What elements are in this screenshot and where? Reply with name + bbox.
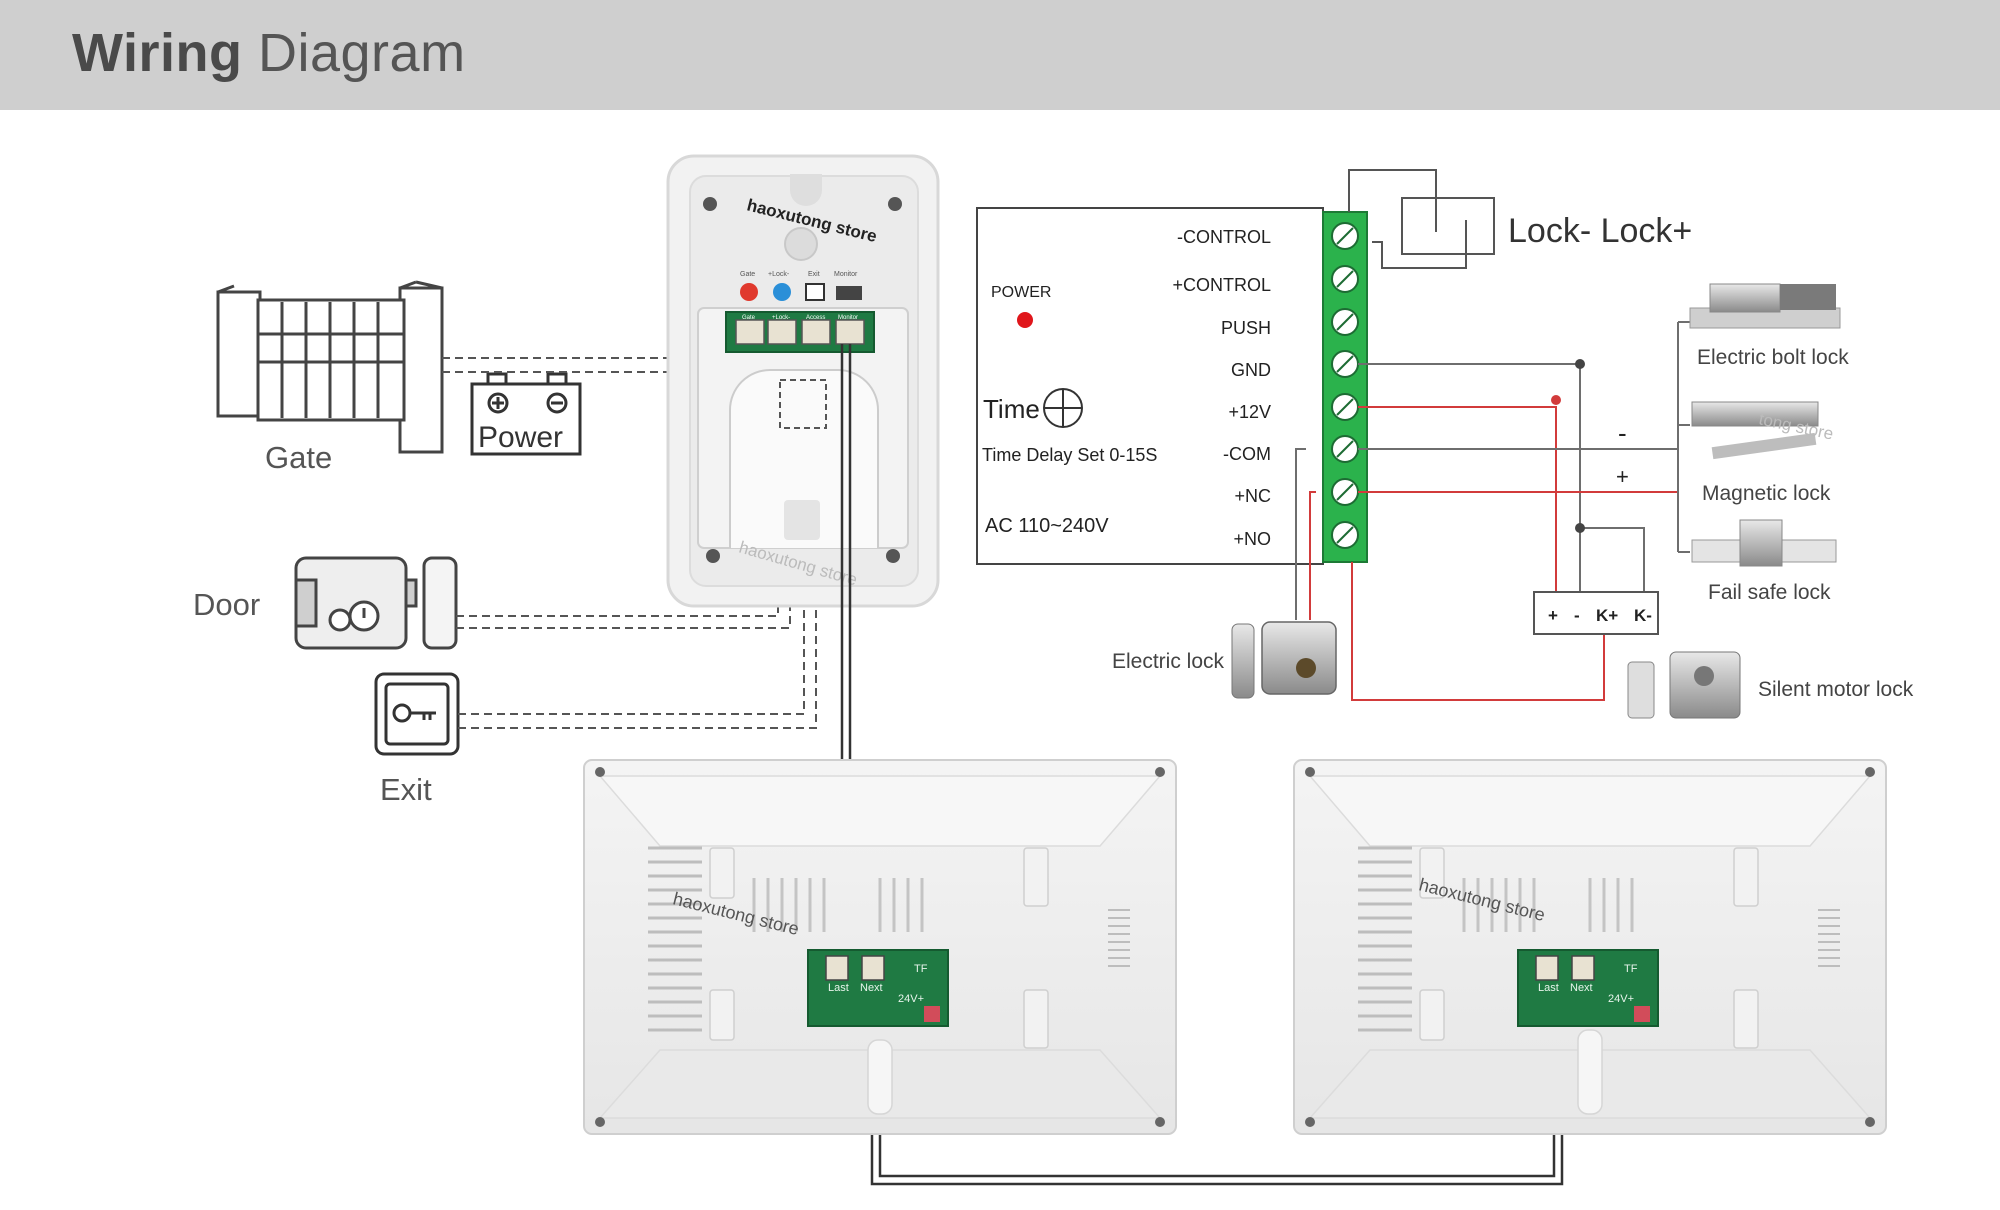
power-indicator-icon bbox=[1017, 312, 1033, 328]
fail-safe-lock-icon bbox=[1691, 519, 1837, 567]
fail-safe-lock-label: Fail safe lock bbox=[1708, 581, 1831, 604]
svg-text:+NO: +NO bbox=[1233, 529, 1271, 549]
monitor-1-board-labels: Last Next 24V+ TF bbox=[828, 963, 928, 1005]
door-label: Door bbox=[193, 587, 260, 622]
page-title: Wiring Diagram bbox=[72, 22, 466, 84]
svg-text:TF: TF bbox=[914, 963, 928, 975]
indoor-monitor-1 bbox=[583, 759, 1177, 1135]
svg-text:+Lock-: +Lock- bbox=[768, 271, 790, 278]
delay-label: Time Delay Set 0-15S bbox=[982, 445, 1157, 465]
svg-text:Access: Access bbox=[806, 315, 825, 321]
junction-dot-red bbox=[1551, 395, 1561, 405]
title-bold: Wiring bbox=[72, 23, 243, 83]
svg-text:+NC: +NC bbox=[1234, 486, 1271, 506]
battery-icon bbox=[470, 372, 582, 456]
monitor-2-board-labels: Last Next 24V+ TF bbox=[1538, 963, 1638, 1005]
svg-text:-COM: -COM bbox=[1223, 444, 1271, 464]
panel-port-labels: Gate +Lock- Exit Monitor bbox=[740, 271, 858, 278]
panel-socket-labels: Gate +Lock- Access Monitor bbox=[742, 315, 858, 321]
svg-text:24V+: 24V+ bbox=[1608, 993, 1634, 1005]
svg-text:PUSH: PUSH bbox=[1221, 318, 1271, 338]
svg-text:+CONTROL: +CONTROL bbox=[1172, 275, 1271, 295]
svg-text:-CONTROL: -CONTROL bbox=[1177, 227, 1271, 247]
polarity-plus: + bbox=[1616, 464, 1629, 489]
magnetic-lock-label: Magnetic lock bbox=[1702, 482, 1831, 505]
exit-label: Exit bbox=[380, 772, 432, 807]
svg-text:K+: K+ bbox=[1596, 606, 1618, 625]
silent-motor-lock-icon bbox=[1627, 651, 1741, 719]
svg-text:Next: Next bbox=[860, 982, 883, 994]
gate-icon bbox=[216, 280, 444, 454]
electric-bolt-lock-icon bbox=[1689, 283, 1841, 329]
svg-text:Monitor: Monitor bbox=[838, 315, 858, 321]
svg-text:+12V: +12V bbox=[1228, 402, 1271, 422]
svg-text:-: - bbox=[1574, 606, 1580, 625]
junction-dot bbox=[1575, 359, 1585, 369]
polarity-minus: - bbox=[1618, 418, 1627, 448]
power-label: Power bbox=[478, 421, 563, 454]
lock-terminal-block bbox=[1348, 169, 1495, 269]
svg-text:Gate: Gate bbox=[742, 315, 756, 321]
magnetic-lock-icon bbox=[1691, 401, 1819, 460]
svg-text:24V+: 24V+ bbox=[898, 993, 924, 1005]
power-label-ctrl: POWER bbox=[991, 284, 1051, 301]
svg-text:Last: Last bbox=[1538, 982, 1559, 994]
ac-label: AC 110~240V bbox=[985, 515, 1109, 537]
svg-text:Monitor: Monitor bbox=[834, 271, 858, 278]
svg-text:Next: Next bbox=[1570, 982, 1593, 994]
silent-motor-lock-label: Silent motor lock bbox=[1758, 678, 1914, 701]
outdoor-panel bbox=[666, 154, 940, 608]
svg-text:K-: K- bbox=[1634, 606, 1652, 625]
electric-lock-icon bbox=[1231, 621, 1337, 699]
time-label: Time bbox=[983, 394, 1040, 424]
lock-wires bbox=[1295, 321, 1690, 701]
motor-terminal-box bbox=[1533, 591, 1659, 635]
lock-minus-plus-label: Lock- Lock+ bbox=[1508, 212, 1692, 250]
svg-text:Gate: Gate bbox=[740, 271, 755, 278]
controller-box bbox=[976, 207, 1368, 565]
exit-button-icon bbox=[374, 672, 460, 756]
indoor-monitor-2 bbox=[1293, 759, 1887, 1135]
electric-bolt-lock-label: Electric bolt lock bbox=[1697, 346, 1849, 369]
terminal-screws bbox=[1331, 222, 1359, 549]
svg-text:Last: Last bbox=[828, 982, 849, 994]
electric-lock-label: Electric lock bbox=[1112, 650, 1225, 673]
svg-text:Exit: Exit bbox=[808, 271, 820, 278]
motor-terminal-labels: + - K+ K- bbox=[1548, 606, 1652, 625]
gate-label: Gate bbox=[265, 440, 332, 475]
svg-text:GND: GND bbox=[1231, 360, 1271, 380]
junction-dot bbox=[1575, 523, 1585, 533]
svg-text:+Lock-: +Lock- bbox=[772, 315, 790, 321]
terminal-labels: -CONTROL +CONTROL PUSH GND +12V -COM +NC… bbox=[1172, 227, 1271, 549]
title-rest: Diagram bbox=[258, 23, 466, 83]
door-lock-icon bbox=[294, 556, 458, 650]
svg-text:+: + bbox=[1548, 606, 1558, 625]
svg-text:TF: TF bbox=[1624, 963, 1638, 975]
header-bar: Wiring Diagram bbox=[0, 0, 2000, 110]
